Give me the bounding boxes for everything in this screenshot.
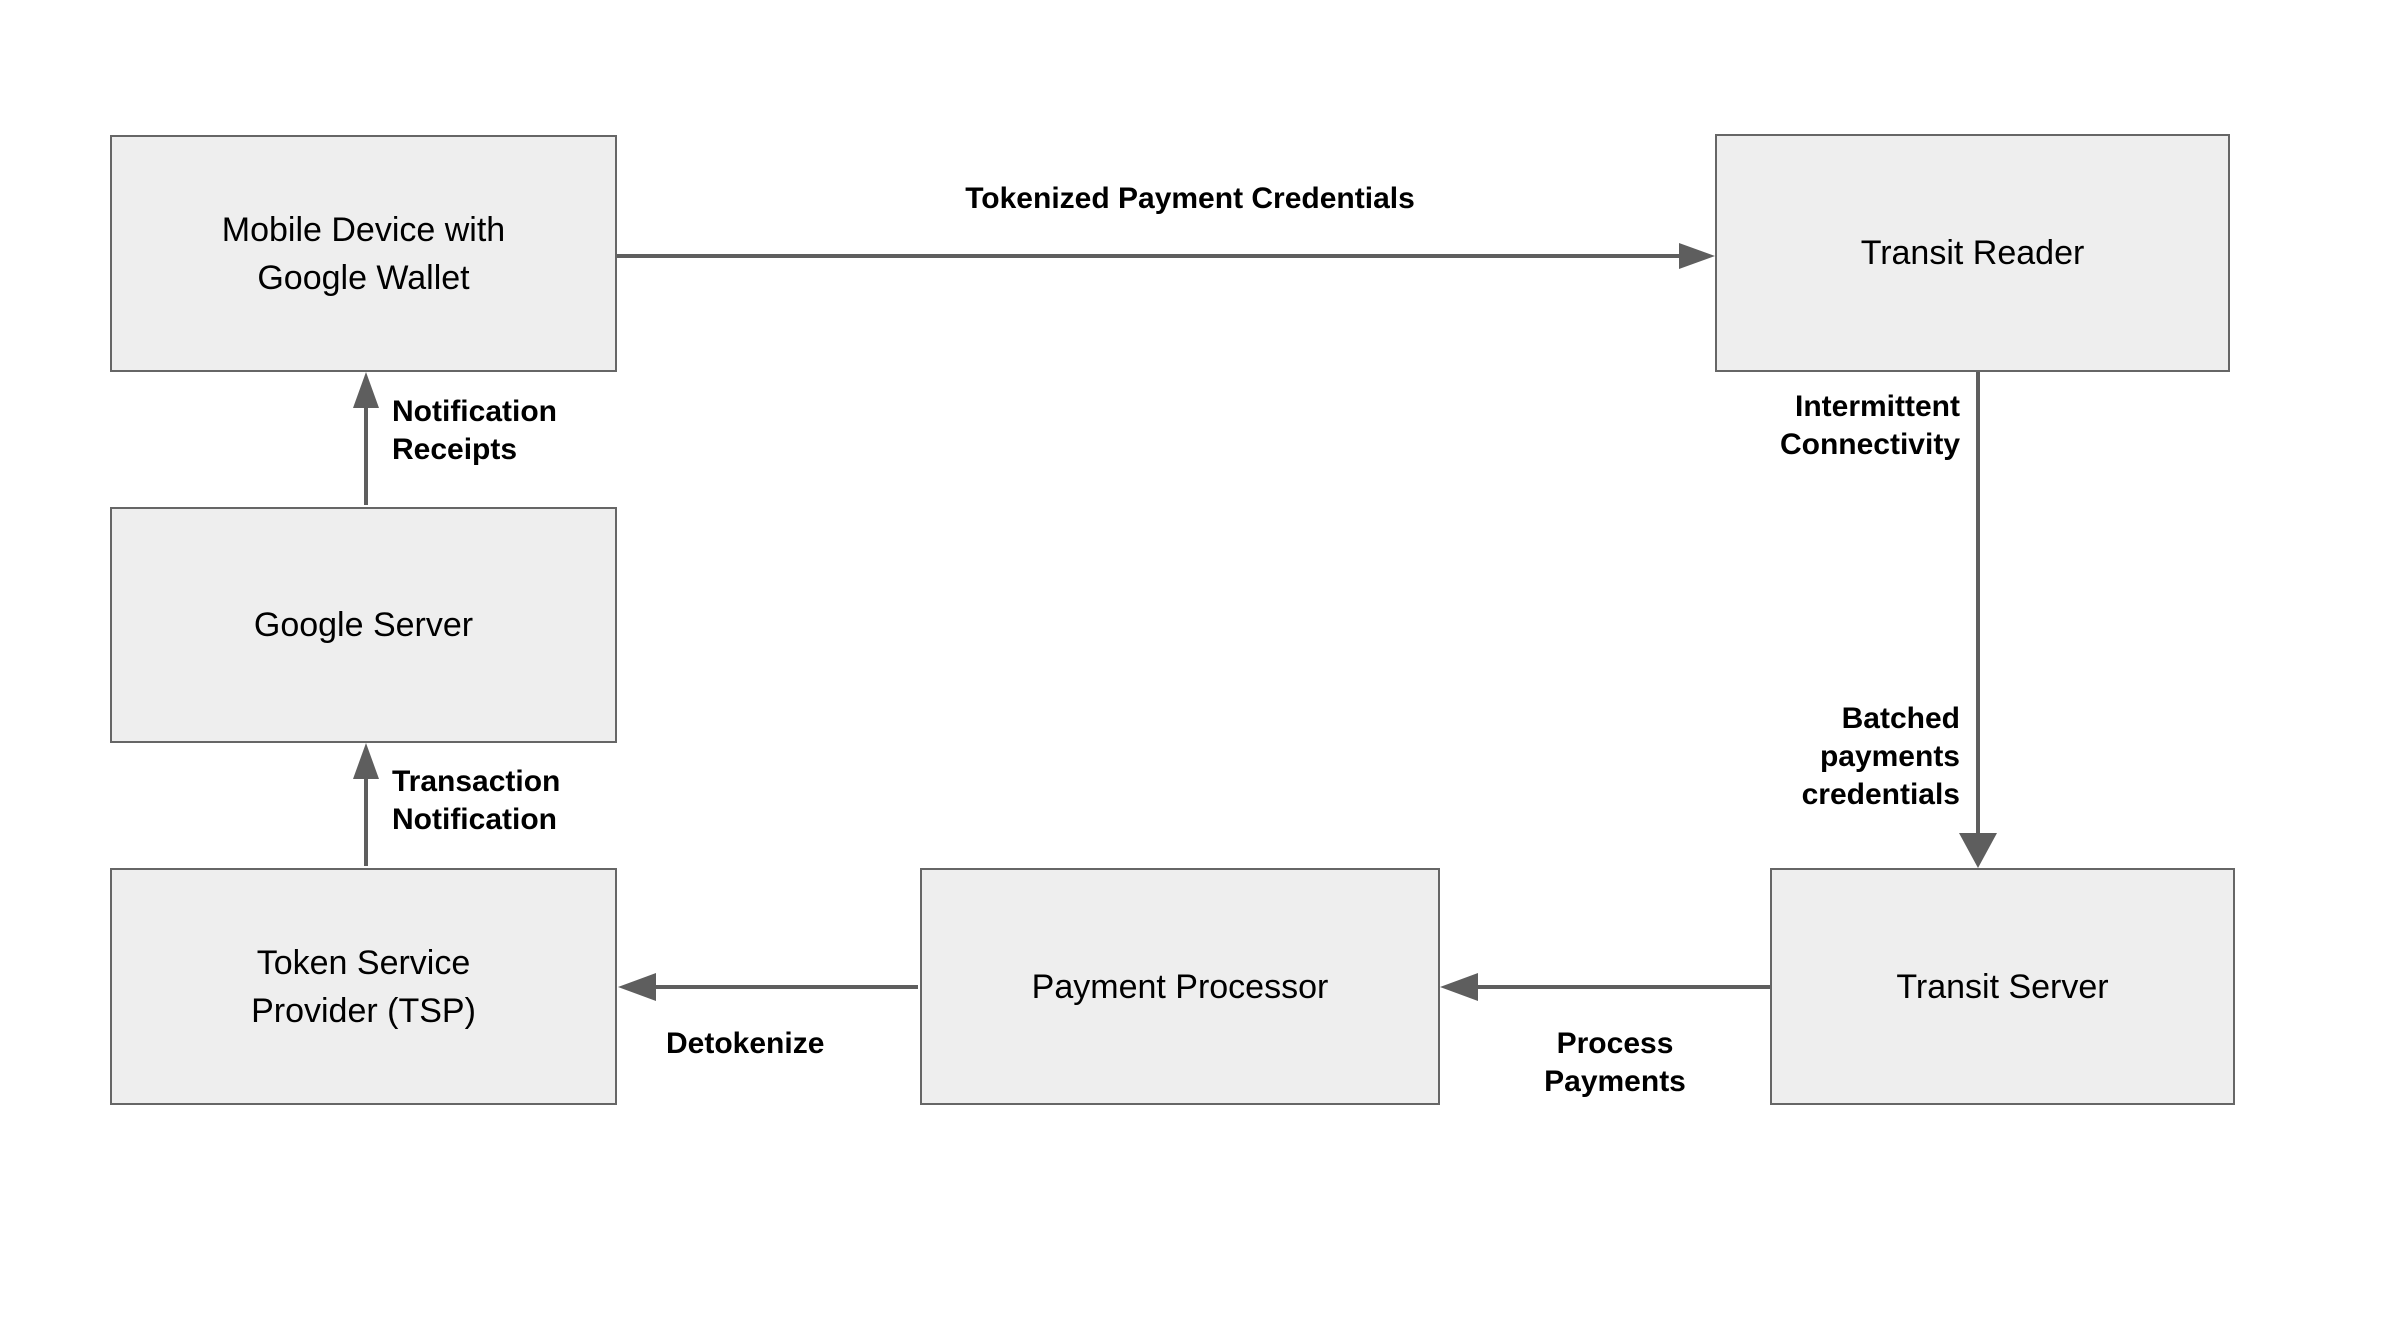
edge-tokenized-payment-credentials-arrow (602, 243, 1715, 269)
edge-label-tokenized-payment-credentials: Tokenized Payment Credentials (965, 182, 1415, 215)
edge-label-detokenize: Detokenize (666, 1027, 825, 1060)
edge-process-payments-arrow (1440, 973, 1770, 1001)
node-mobile-device[interactable]: Mobile Device with Google Wallet (110, 135, 617, 372)
edge-notification-receipts-arrow (353, 372, 379, 505)
edge-label-transaction-notification: Transaction Notification (392, 765, 561, 836)
node-transit-server[interactable]: Transit Server (1770, 868, 2235, 1105)
edge-label-batched-payments-credentials: Batched payments credentials (1801, 702, 1960, 811)
edge-label-notification-receipts: Notification Receipts (392, 395, 557, 466)
edge-label-process-payments: Process Payments (1544, 1027, 1686, 1098)
node-token-service-provider[interactable]: Token Service Provider (TSP) (110, 868, 617, 1105)
edge-detokenize-arrow (618, 973, 918, 1001)
edge-transaction-notification-arrow (353, 743, 379, 866)
edge-label-intermittent-connectivity: Intermittent Connectivity (1779, 390, 1960, 461)
node-transit-reader[interactable]: Transit Reader (1715, 134, 2230, 372)
node-google-server[interactable]: Google Server (110, 507, 617, 743)
node-payment-processor[interactable]: Payment Processor (920, 868, 1440, 1105)
edge-intermittent-connectivity-arrow (1959, 372, 1997, 868)
